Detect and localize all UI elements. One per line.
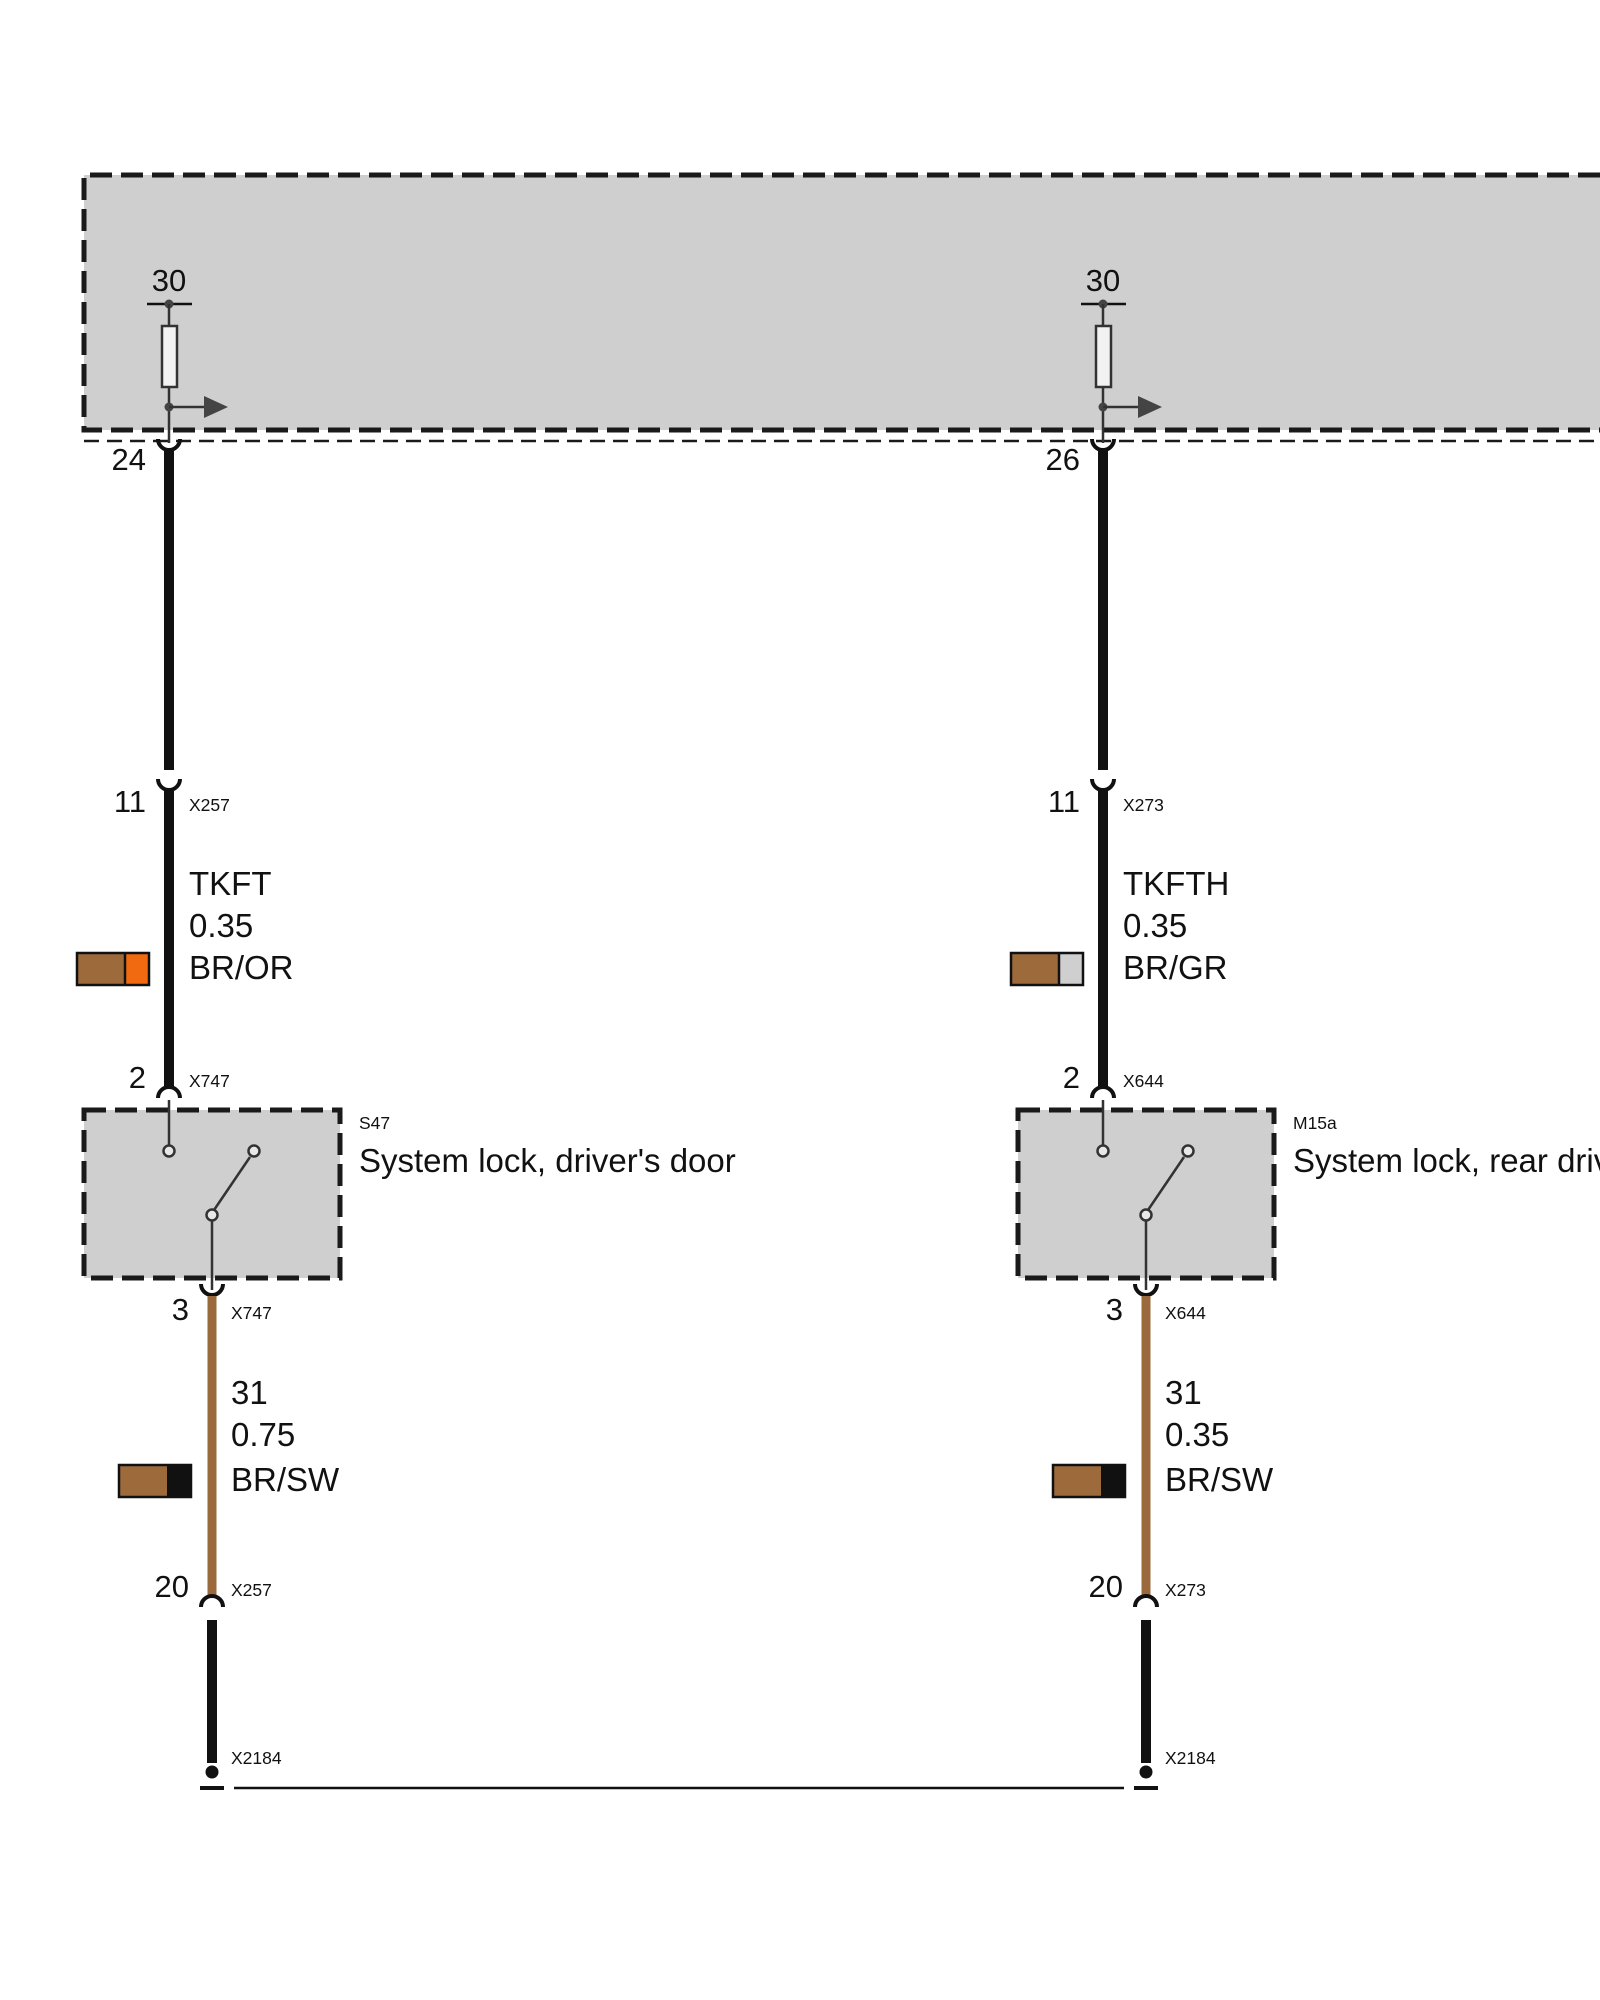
swatch-black <box>167 1465 191 1497</box>
wire-color-swatch <box>1009 951 1085 987</box>
terminal-label: 30 <box>152 263 186 298</box>
connector-label: X2184 <box>1165 1748 1216 1768</box>
connector-label: X2184 <box>231 1748 282 1768</box>
swatch-outline <box>75 951 151 987</box>
wire-size: 0.35 <box>189 907 253 944</box>
component-name: System lock, rear driver's door <box>1293 1142 1600 1179</box>
connector-socket-icon <box>199 1594 225 1608</box>
wire-color-code: BR/SW <box>231 1461 340 1498</box>
switch-component <box>81 1100 343 1290</box>
pin-label: 24 <box>112 442 146 477</box>
component-code: S47 <box>359 1113 390 1133</box>
wire-color-code: BR/SW <box>1165 1461 1274 1498</box>
pin-label: 20 <box>1089 1569 1123 1604</box>
connector-socket-icon <box>1090 1085 1116 1099</box>
wire-size: 0.75 <box>231 1416 295 1453</box>
component-code: M15a <box>1293 1113 1337 1133</box>
switch-contact <box>1181 1144 1195 1158</box>
wire-color-swatch <box>75 951 151 987</box>
switch-lever <box>1144 1156 1186 1214</box>
ground-point-icon <box>205 1765 219 1779</box>
ground-point-icon <box>1139 1765 1153 1779</box>
switch-lever <box>210 1156 252 1214</box>
connector-socket-icon <box>156 1085 182 1099</box>
connector-label: X257 <box>189 795 230 815</box>
control-unit <box>81 172 1600 443</box>
switch-pivot <box>1139 1208 1153 1222</box>
switch-component <box>1015 1100 1277 1290</box>
right-circuit: 30 26 11 X273 TKFTH 0.35 BR/GR 2 X644 M <box>1009 263 1600 1790</box>
terminal-label: 30 <box>1086 263 1120 298</box>
swatch-grey <box>1059 953 1083 985</box>
switch-contact <box>1096 1144 1110 1158</box>
swatch-brown <box>119 1465 167 1497</box>
wire-color-code: BR/GR <box>1123 949 1228 986</box>
swatch-outline <box>1051 1463 1127 1499</box>
connector-label: X644 <box>1123 1071 1164 1091</box>
pin-label: 2 <box>129 1060 146 1095</box>
wire-size: 0.35 <box>1165 1416 1229 1453</box>
pin-label: 26 <box>1046 442 1080 477</box>
fuse-icon <box>160 324 179 389</box>
swatch-brown <box>1011 953 1059 985</box>
wire-signal-name: 31 <box>231 1374 268 1411</box>
swatch-orange <box>125 953 149 985</box>
right-output-stage <box>1081 299 1162 443</box>
switch-contact <box>247 1144 261 1158</box>
switch-contact <box>162 1144 176 1158</box>
connector-socket-icon <box>1133 1594 1159 1608</box>
pin-label: 20 <box>155 1569 189 1604</box>
pin-label: 3 <box>1106 1292 1123 1327</box>
connector-label: X747 <box>231 1303 272 1323</box>
component-name: System lock, driver's door <box>359 1142 736 1179</box>
connector-label: X273 <box>1165 1580 1206 1600</box>
wire-color-code: BR/OR <box>189 949 294 986</box>
left-circuit: 30 24 11 X257 TKFT 0.35 BR/OR 2 X747 <box>75 263 736 1790</box>
wire-size: 0.35 <box>1123 907 1187 944</box>
wire-color-swatch <box>117 1463 193 1499</box>
connector-label: X747 <box>189 1071 230 1091</box>
left-output-stage <box>147 299 228 443</box>
wire-color-swatch <box>1051 1463 1127 1499</box>
connector-label: X273 <box>1123 795 1164 815</box>
pin-label: 11 <box>1048 784 1080 819</box>
connector-label: X257 <box>231 1580 272 1600</box>
connector-label: X644 <box>1165 1303 1206 1323</box>
swatch-outline <box>1009 951 1085 987</box>
swatch-brown <box>77 953 125 985</box>
pin-label: 11 <box>114 784 146 819</box>
swatch-black <box>1101 1465 1125 1497</box>
arrow-right-icon <box>204 396 228 418</box>
arrow-right-icon <box>1138 396 1162 418</box>
control-unit-body <box>84 175 1600 430</box>
pin-label: 2 <box>1063 1060 1080 1095</box>
fuse-icon <box>1094 324 1113 389</box>
connector-socket-icon <box>1133 1283 1159 1297</box>
control-unit-outline <box>81 172 1600 433</box>
connector-socket-icon <box>199 1283 225 1297</box>
swatch-brown <box>1053 1465 1101 1497</box>
pin-label: 3 <box>172 1292 189 1327</box>
wire-signal-name: TKFTH <box>1123 865 1229 902</box>
wire-signal-name: 31 <box>1165 1374 1202 1411</box>
switch-pivot <box>205 1208 219 1222</box>
wire-signal-name: TKFT <box>189 865 271 902</box>
swatch-outline <box>117 1463 193 1499</box>
